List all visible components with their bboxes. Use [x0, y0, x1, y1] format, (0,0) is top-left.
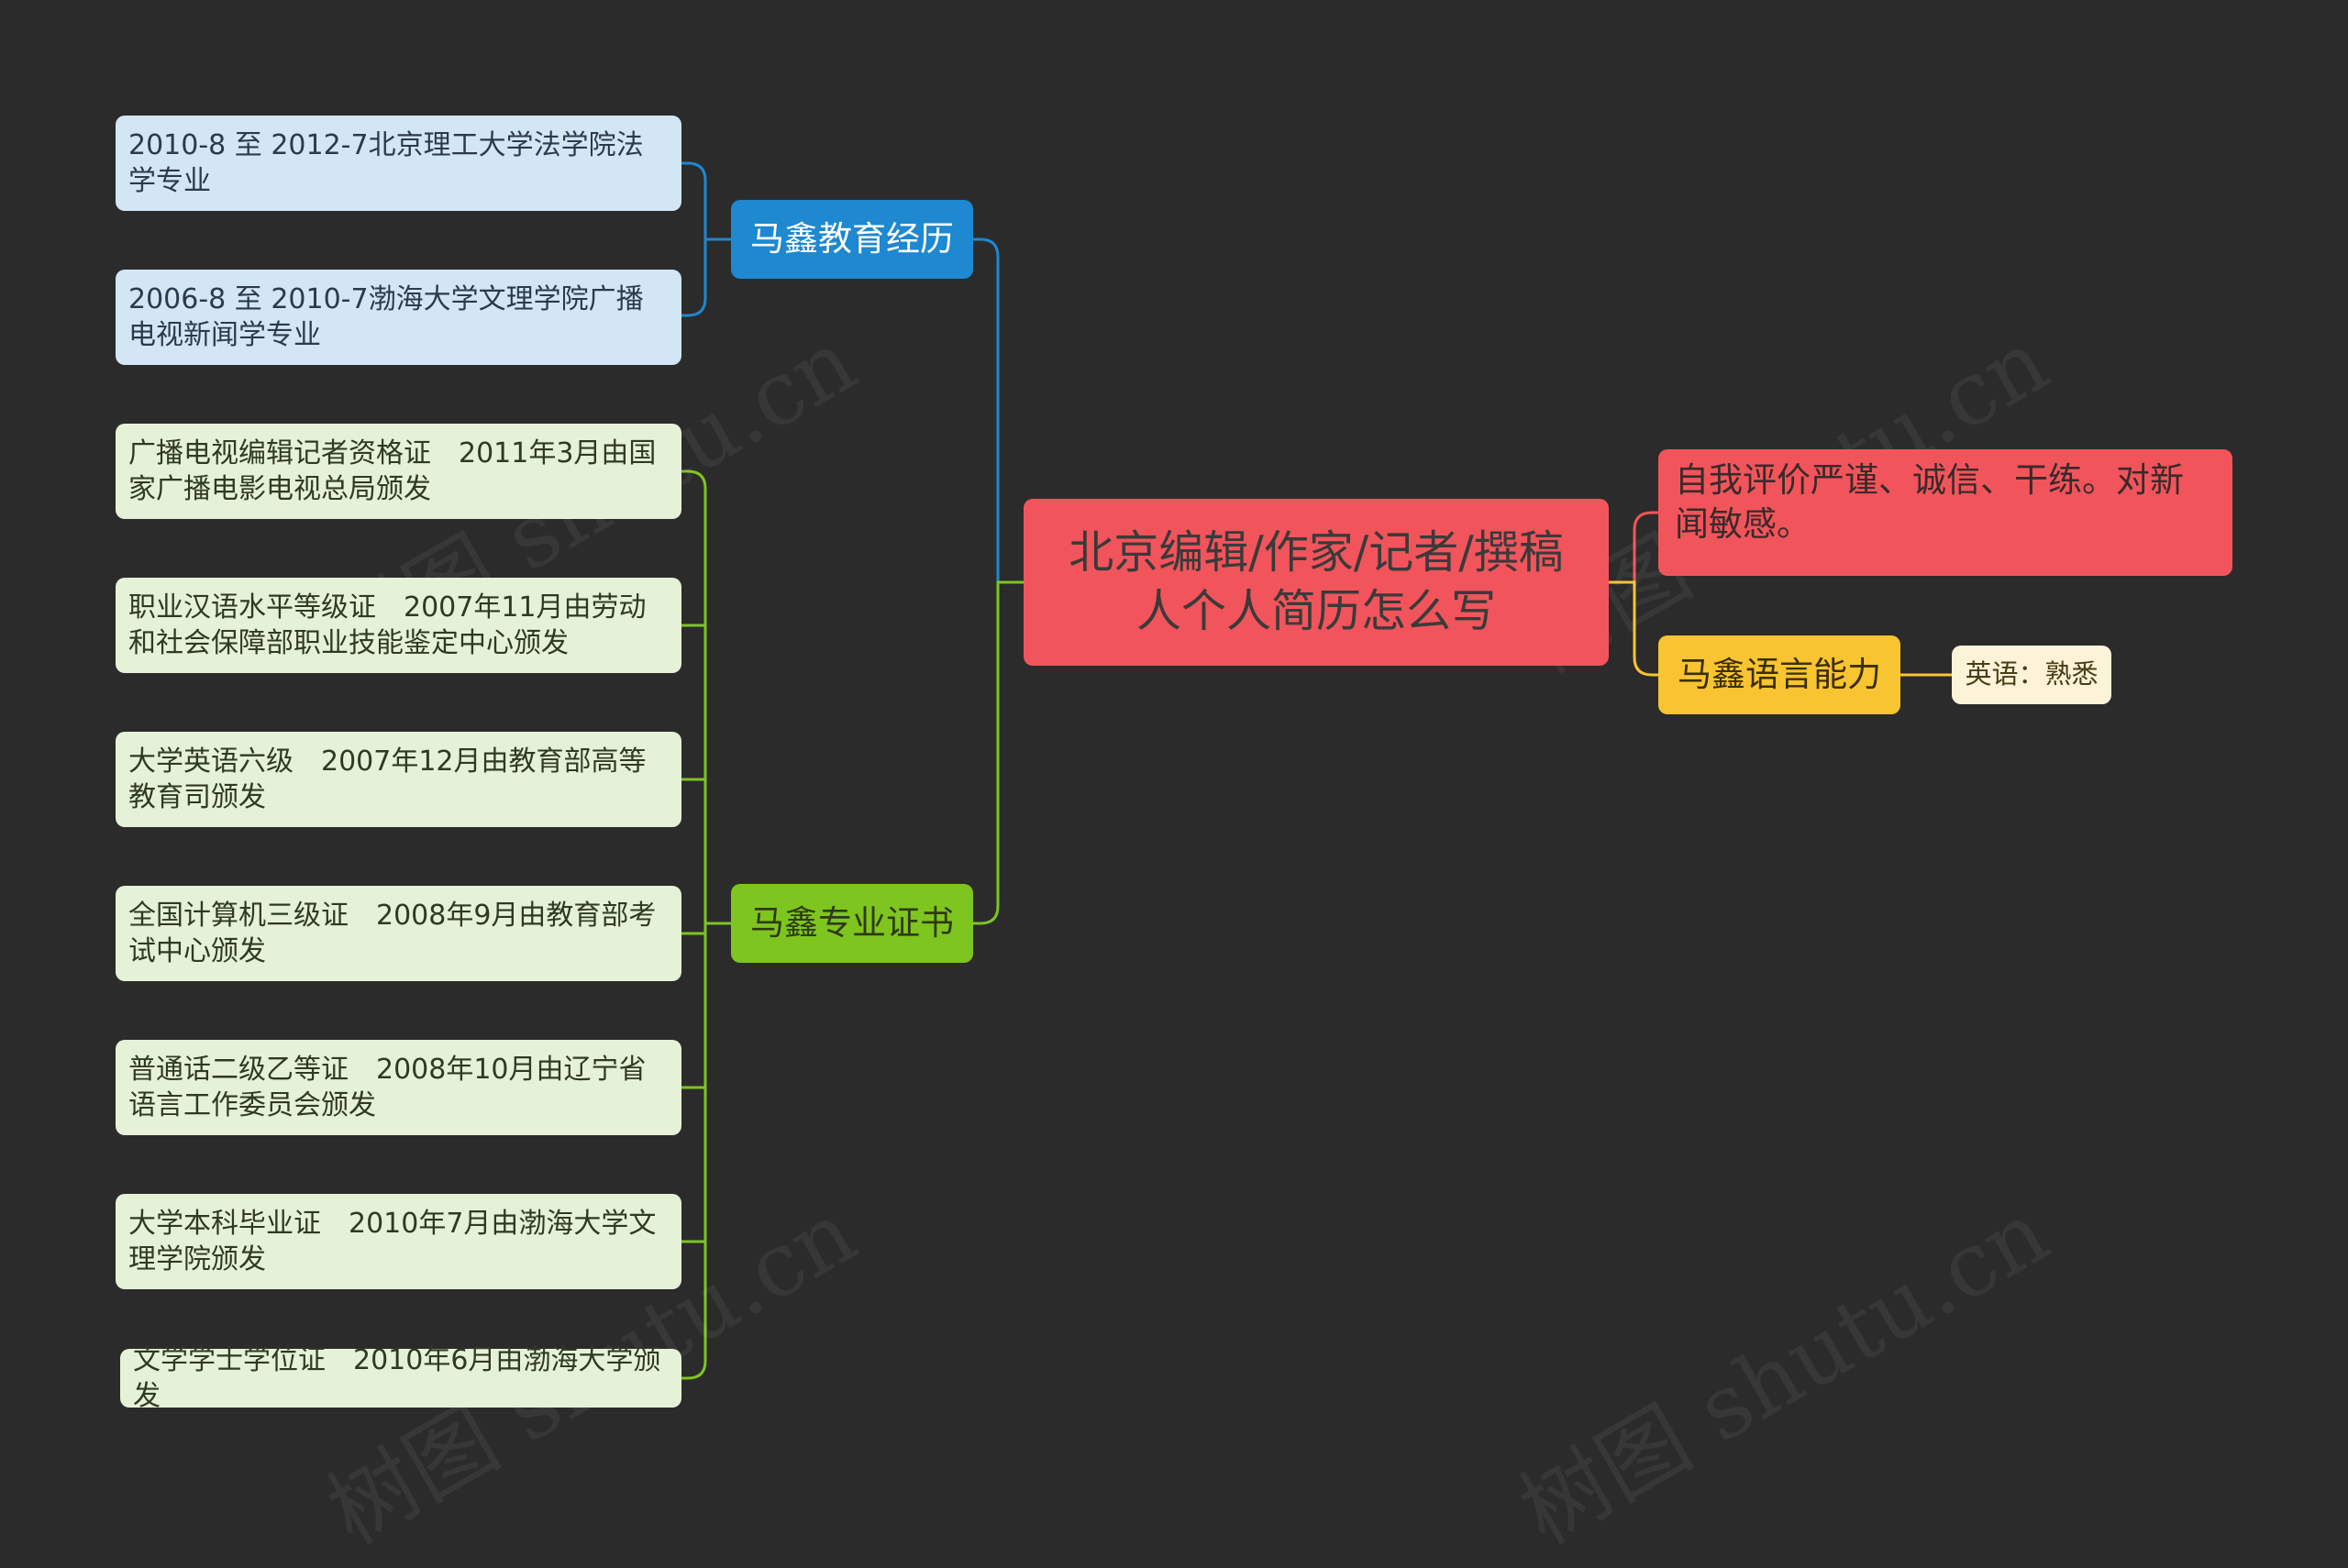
- certificate-item-text: 普通话二级乙等证 2008年10月由辽宁省语言工作委员会颁发: [128, 1054, 647, 1121]
- branch-education[interactable]: 马鑫教育经历: [731, 200, 973, 279]
- language-item-text: 英语：熟悉: [1965, 658, 2099, 690]
- education-item[interactable]: 2010-8 至 2012-7北京理工大学法学院法学专业: [116, 116, 681, 211]
- self-evaluation-node[interactable]: 自我评价严谨、诚信、干练。对新闻敏感。: [1658, 449, 2232, 576]
- language-item[interactable]: 英语：熟悉: [1952, 646, 2111, 704]
- certificate-item-text: 文学学士学位证 2010年6月由渤海大学颁发: [133, 1344, 661, 1412]
- certificate-item-text: 大学本科毕业证 2010年7月由渤海大学文理学院颁发: [128, 1208, 657, 1275]
- certificate-item-text: 职业汉语水平等级证 2007年11月由劳动和社会保障部职业技能鉴定中心颁发: [128, 591, 647, 659]
- connector-root-language: [1609, 580, 1658, 677]
- root-topic-label: 北京编辑/作家/记者/撰稿人个人简历怎么写: [1069, 526, 1564, 637]
- self-evaluation-text: 自我评价严谨、诚信、干练。对新闻敏感。: [1675, 460, 2184, 545]
- certificate-item[interactable]: 普通话二级乙等证 2008年10月由辽宁省语言工作委员会颁发: [116, 1040, 681, 1135]
- certificate-item[interactable]: 大学英语六级 2007年12月由教育部高等教育司颁发: [116, 732, 681, 827]
- connector-root-education: [973, 237, 1024, 584]
- education-item[interactable]: 2006-8 至 2010-7渤海大学文理学院广播电视新闻学专业: [116, 270, 681, 365]
- connector-certificates-bracket: [681, 469, 731, 1380]
- branch-language-label: 马鑫语言能力: [1678, 654, 1881, 694]
- certificate-item[interactable]: 文学学士学位证 2010年6月由渤海大学颁发: [120, 1344, 681, 1412]
- certificate-item[interactable]: 广播电视编辑记者资格证 2011年3月由国家广播电影电视总局颁发: [116, 424, 681, 519]
- certificate-item[interactable]: 职业汉语水平等级证 2007年11月由劳动和社会保障部职业技能鉴定中心颁发: [116, 578, 681, 673]
- mind-map-canvas: 树图 shutu.cn 树图 shutu.cn 树图 shutu.cn 树图 s…: [116, 116, 2232, 1564]
- education-item-text: 2006-8 至 2010-7渤海大学文理学院广播电视新闻学专业: [128, 283, 644, 351]
- certificate-item-text: 大学英语六级 2007年12月由教育部高等教育司颁发: [128, 745, 647, 813]
- branch-certificates-label: 马鑫专业证书: [750, 902, 954, 943]
- connector-root-self: [1609, 511, 1658, 584]
- certificate-item[interactable]: 大学本科毕业证 2010年7月由渤海大学文理学院颁发: [116, 1194, 681, 1289]
- education-item-text: 2010-8 至 2012-7北京理工大学法学院法学专业: [128, 129, 644, 197]
- certificate-item-text: 广播电视编辑记者资格证 2011年3月由国家广播电影电视总局颁发: [128, 437, 657, 505]
- branch-language[interactable]: 马鑫语言能力: [1658, 635, 1900, 714]
- connector-education-bracket: [681, 161, 731, 317]
- branch-education-label: 马鑫教育经历: [750, 218, 954, 259]
- root-topic[interactable]: 北京编辑/作家/记者/撰稿人个人简历怎么写: [1024, 499, 1609, 666]
- branch-certificates[interactable]: 马鑫专业证书: [731, 884, 973, 963]
- connector-root-certificates: [973, 580, 1024, 925]
- certificate-item[interactable]: 全国计算机三级证 2008年9月由教育部考试中心颁发: [116, 886, 681, 981]
- certificate-item-text: 全国计算机三级证 2008年9月由教育部考试中心颁发: [128, 900, 657, 967]
- connector-lines: [681, 161, 1952, 1380]
